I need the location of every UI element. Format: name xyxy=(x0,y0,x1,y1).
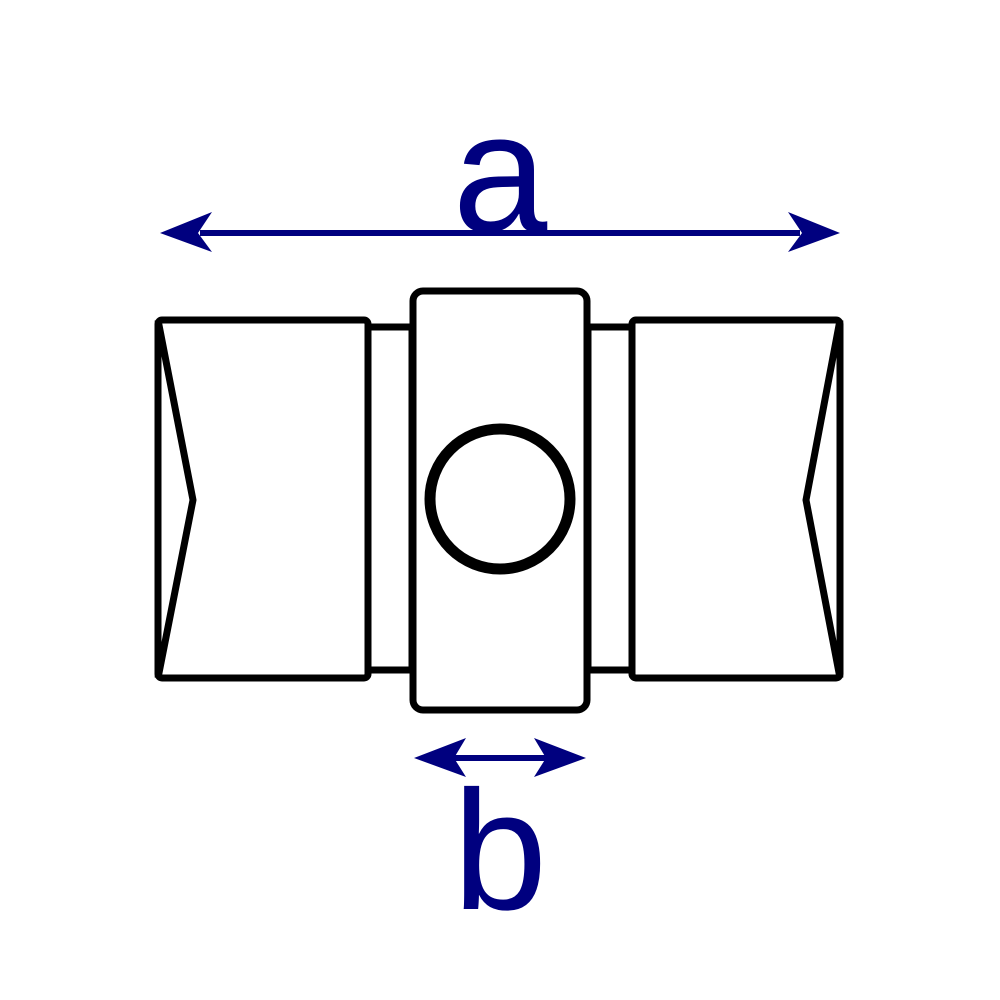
pipe-segment-left xyxy=(364,323,416,674)
right-sleeve xyxy=(628,316,844,682)
arrowhead-right xyxy=(788,212,840,252)
pipe-segment-right xyxy=(584,323,636,674)
dimension-a-label: a xyxy=(452,78,548,268)
left-sleeve xyxy=(154,316,372,682)
arrowhead-left xyxy=(160,212,212,252)
dimension-b-label: b xyxy=(452,756,548,946)
arrowhead-left xyxy=(414,738,466,777)
set-screw-hole xyxy=(424,423,576,575)
dimension-a-arrow xyxy=(160,212,840,252)
arrowhead-right xyxy=(534,738,586,777)
dimension-b-arrow xyxy=(414,738,586,777)
